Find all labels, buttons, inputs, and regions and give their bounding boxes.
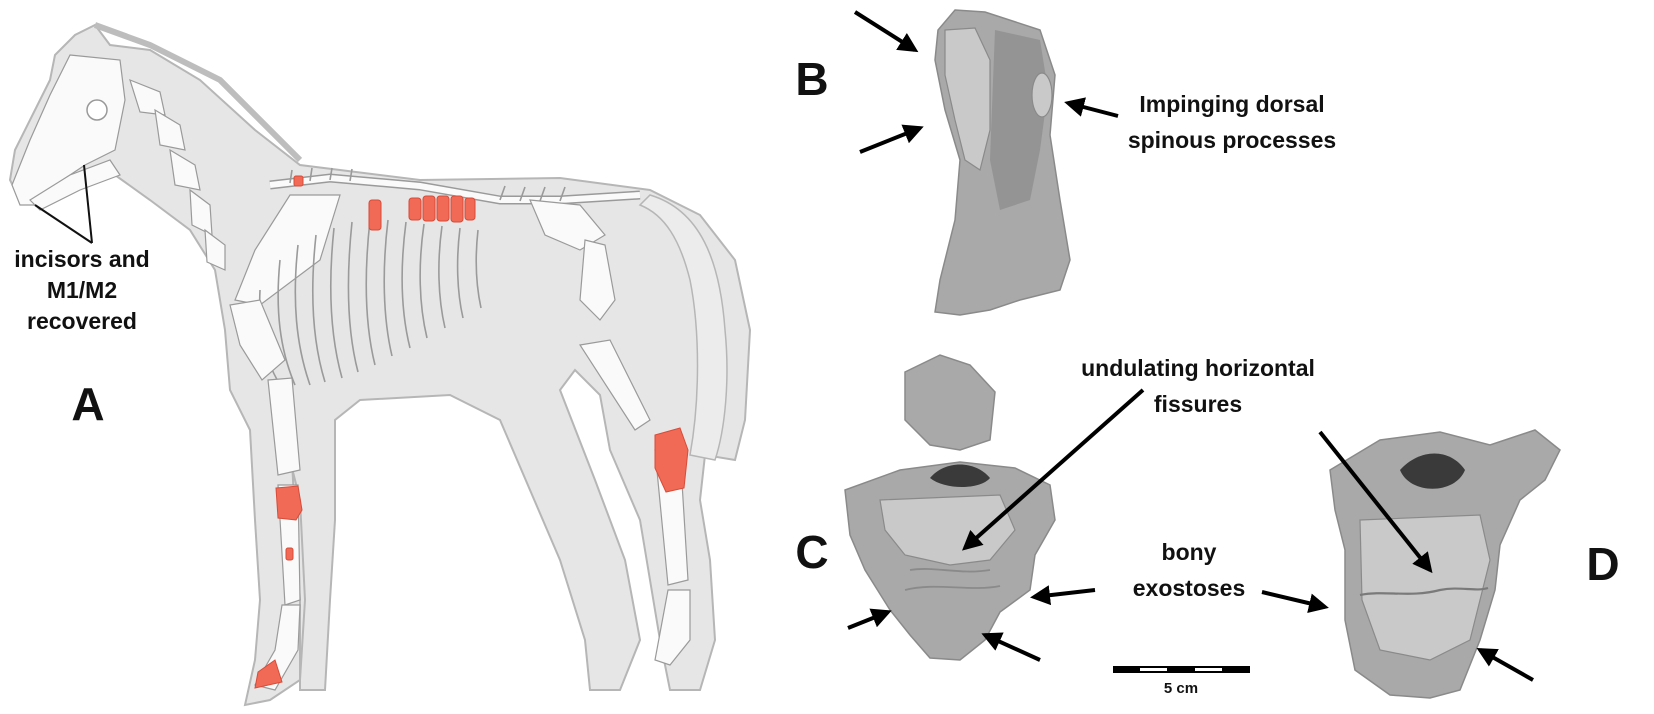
fissures-label-line2: fissures <box>1154 391 1242 417</box>
lesion-thoracic-3 <box>437 196 449 221</box>
scale-bar <box>1113 666 1250 673</box>
exostoses-label-line2: exostoses <box>1133 575 1246 601</box>
arrow-b-bottom <box>860 128 920 152</box>
lesion-front-carpus <box>276 486 302 520</box>
arrow-d-left <box>1262 592 1325 607</box>
spinous-label-line2: spinous processes <box>1128 127 1336 153</box>
lesion-front-cannon <box>286 548 293 560</box>
lesion-thoracic-2 <box>423 196 435 221</box>
arrow-b-top <box>855 12 915 50</box>
arrow-b-right <box>1068 103 1118 116</box>
teeth-label-line2: M1/M2 <box>47 277 117 303</box>
panel-label-a: A <box>71 378 104 430</box>
horse-silhouette <box>10 25 750 705</box>
vertebra-c-render <box>845 355 1055 660</box>
vertebra-lateral-render <box>935 10 1070 315</box>
arrow-c-left <box>848 612 888 628</box>
fissures-label-line1: undulating horizontal <box>1081 355 1315 381</box>
lesion-withers <box>294 176 303 186</box>
teeth-label-line3: recovered <box>27 308 137 334</box>
vertebra-d-render <box>1330 430 1560 698</box>
lesion-mid-back <box>369 200 381 230</box>
pointer-incisors <box>35 205 92 243</box>
arrow-c-right <box>1034 590 1095 597</box>
horse-diagram <box>10 25 750 705</box>
panel-label-c: C <box>795 526 828 578</box>
arrow-d-bottom <box>1480 650 1533 680</box>
arrow-c-bottom <box>985 635 1040 660</box>
teeth-label-line1: incisors and <box>14 246 149 272</box>
lesion-thoracic-1 <box>409 198 421 220</box>
panel-label-d: D <box>1586 538 1619 590</box>
spinous-label-line1: Impinging dorsal <box>1139 91 1324 117</box>
panel-label-b: B <box>795 53 828 105</box>
scale-bar-label: 5 cm <box>1164 680 1198 697</box>
lesion-thoracic-4 <box>451 196 463 222</box>
lesion-thoracic-5 <box>465 198 475 220</box>
orbit <box>87 100 107 120</box>
exostoses-label-line1: bony <box>1162 539 1217 565</box>
